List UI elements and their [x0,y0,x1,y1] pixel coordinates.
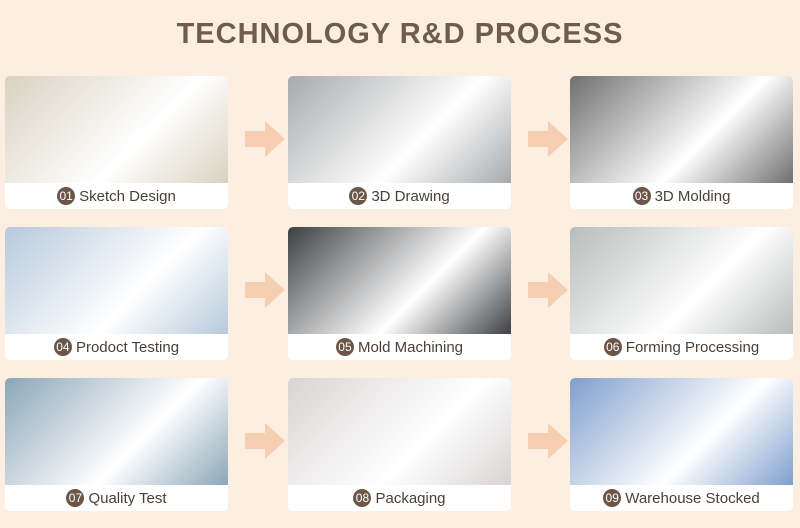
step-photo [570,227,793,334]
step-label: Forming Processing [625,338,760,356]
step-number-badge: 06 [603,338,622,356]
arrow-right-icon [245,121,285,157]
step-number-badge: 03 [632,187,651,205]
step-number-badge: 04 [53,338,72,356]
step-photo [5,378,228,485]
arrow-right-icon [528,121,568,157]
step-label: Packaging [375,489,446,507]
step-photo [288,227,511,334]
step-label: Sketch Design [79,187,176,205]
step-number-badge: 01 [57,187,76,205]
step-label: 3D Drawing [371,187,450,205]
arrow-right-icon [245,272,285,308]
step-photo [5,76,228,183]
step-label: Warehouse Stocked [625,489,760,507]
step-photo [570,76,793,183]
step-photo [5,227,228,334]
arrow-right-icon [528,423,568,459]
step-number-badge: 09 [603,489,622,507]
step-number-badge: 08 [353,489,372,507]
arrow-right-icon [245,423,285,459]
step-label: 3D Molding [654,187,731,205]
step-photo [570,378,793,485]
step-number-badge: 07 [66,489,85,507]
step-photo [288,76,511,183]
step-label: Mold Machining [357,338,464,356]
step-number-badge: 05 [335,338,354,356]
step-photo [288,378,511,485]
step-label: Quality Test [88,489,167,507]
arrow-right-icon [528,272,568,308]
page-title: TECHNOLOGY R&D PROCESS [176,18,624,50]
step-label: Prodoct Testing [75,338,180,356]
step-number-badge: 02 [349,187,368,205]
